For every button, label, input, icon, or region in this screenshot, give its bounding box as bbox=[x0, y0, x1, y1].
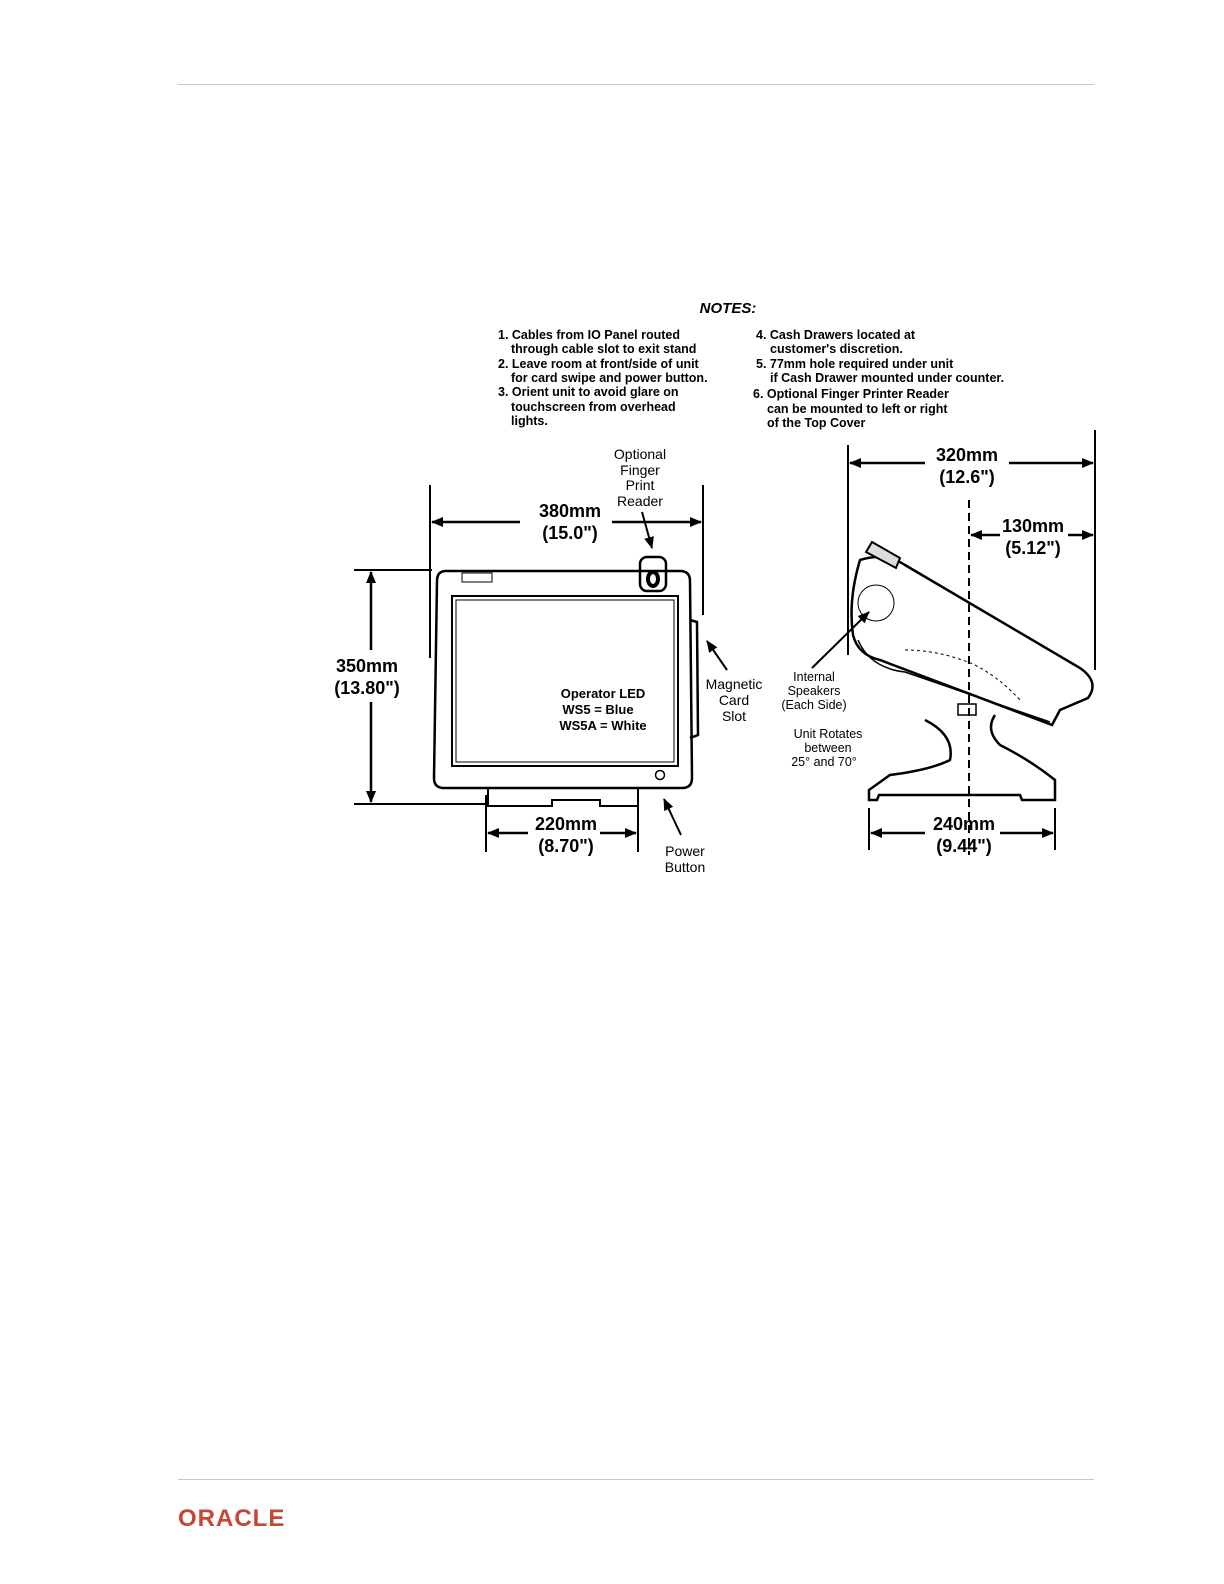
front-screen-inner bbox=[455, 599, 675, 763]
msr-slot-shape bbox=[689, 618, 700, 740]
side-monitor-vents bbox=[904, 649, 1021, 701]
note-5-line-2: if Cash Drawer mounted under counter. bbox=[770, 371, 1004, 385]
led-label-2: WS5 = Blue bbox=[562, 702, 633, 717]
rotation-label-3: 25° and 70° bbox=[791, 755, 857, 769]
notes-heading: NOTES: bbox=[700, 300, 757, 317]
note-2-line-2: for card swipe and power button. bbox=[511, 371, 708, 385]
front-height-mm: 350mm bbox=[336, 656, 398, 676]
side-depth-in: (12.6") bbox=[939, 467, 995, 487]
fingerprint-label-2: Finger bbox=[620, 462, 660, 478]
note-4-line-2: customer's discretion. bbox=[770, 342, 903, 356]
note-6-line-2: can be mounted to left or right bbox=[767, 402, 948, 416]
rotation-label-1: Unit Rotates bbox=[794, 727, 863, 741]
msr-callout-arrow bbox=[706, 640, 728, 671]
rotation-label-2: between bbox=[804, 741, 851, 755]
side-hinge bbox=[957, 703, 977, 716]
front-status-window bbox=[461, 572, 493, 583]
fingerprint-label-4: Reader bbox=[617, 493, 663, 509]
side-view bbox=[811, 430, 1096, 855]
oracle-logo: ORACLE bbox=[178, 1505, 286, 1532]
footer-rule bbox=[178, 1479, 1094, 1480]
notes-left-column: 1. Cables from IO Panel routed through c… bbox=[498, 328, 708, 428]
header-rule bbox=[178, 84, 1094, 85]
side-speaker bbox=[857, 584, 895, 622]
msr-label-1: Magnetic bbox=[706, 676, 763, 692]
note-3-line-2: touchscreen from overhead bbox=[511, 400, 676, 414]
front-base-in: (8.70") bbox=[538, 836, 594, 856]
note-6-line-1: 6. Optional Finger Printer Reader bbox=[753, 387, 949, 401]
note-1-line-2: through cable slot to exit stand bbox=[511, 342, 696, 356]
power-label-2: Button bbox=[665, 859, 705, 875]
note-3-line-3: lights. bbox=[511, 414, 548, 428]
note-6-line-3: of the Top Cover bbox=[767, 416, 866, 430]
front-width-in: (15.0") bbox=[542, 523, 598, 543]
speakers-label-3: (Each Side) bbox=[781, 698, 846, 712]
front-view-labels: 380mm (15.0") 350mm (13.80") 220mm (8.70… bbox=[334, 446, 762, 875]
notes-right-column: 4. Cash Drawers located at customer's di… bbox=[753, 328, 1004, 430]
msr-label-3: Slot bbox=[722, 708, 746, 724]
front-base bbox=[487, 788, 639, 807]
speakers-label-1: Internal bbox=[793, 670, 835, 684]
note-2-line-1: 2. Leave room at front/side of unit bbox=[498, 357, 700, 371]
front-base-mm: 220mm bbox=[535, 814, 597, 834]
power-button-circle bbox=[654, 769, 666, 781]
led-label-3: WS5A = White bbox=[559, 718, 646, 733]
front-width-mm: 380mm bbox=[539, 501, 601, 521]
front-view bbox=[354, 485, 728, 852]
fingerprint-callout-arrow bbox=[641, 511, 654, 549]
power-callout-arrow bbox=[663, 798, 682, 836]
side-view-labels: 320mm (12.6") 130mm (5.12") 240mm (9.44"… bbox=[781, 445, 1064, 856]
speakers-label-2: Speakers bbox=[788, 684, 841, 698]
side-offset-in: (5.12") bbox=[1005, 538, 1061, 558]
side-depth-mm: 320mm bbox=[936, 445, 998, 465]
side-base-mm: 240mm bbox=[933, 814, 995, 834]
speakers-callout-arrow bbox=[811, 611, 870, 669]
side-monitor-body bbox=[850, 555, 1094, 727]
front-screen-outer bbox=[451, 595, 679, 767]
power-label-1: Power bbox=[665, 843, 705, 859]
side-offset-mm: 130mm bbox=[1002, 516, 1064, 536]
note-4-line-1: 4. Cash Drawers located at bbox=[756, 328, 916, 342]
front-monitor-body bbox=[432, 569, 694, 790]
msr-label-2: Card bbox=[719, 692, 749, 708]
front-height-in: (13.80") bbox=[334, 678, 400, 698]
side-fingerprint-reader bbox=[864, 540, 902, 570]
note-5-line-1: 5. 77mm hole required under unit bbox=[756, 357, 954, 371]
fingerprint-reader-housing bbox=[638, 555, 668, 593]
side-stand bbox=[867, 714, 1057, 802]
fingerprint-label-3: Print bbox=[626, 477, 655, 493]
note-3-line-1: 3. Orient unit to avoid glare on bbox=[498, 385, 679, 399]
fingerprint-label-1: Optional bbox=[614, 446, 666, 462]
side-monitor-rear bbox=[857, 639, 1051, 723]
led-label-1: Operator LED bbox=[561, 686, 646, 701]
note-1-line-1: 1. Cables from IO Panel routed bbox=[498, 328, 680, 342]
side-base-in: (9.44") bbox=[936, 836, 992, 856]
